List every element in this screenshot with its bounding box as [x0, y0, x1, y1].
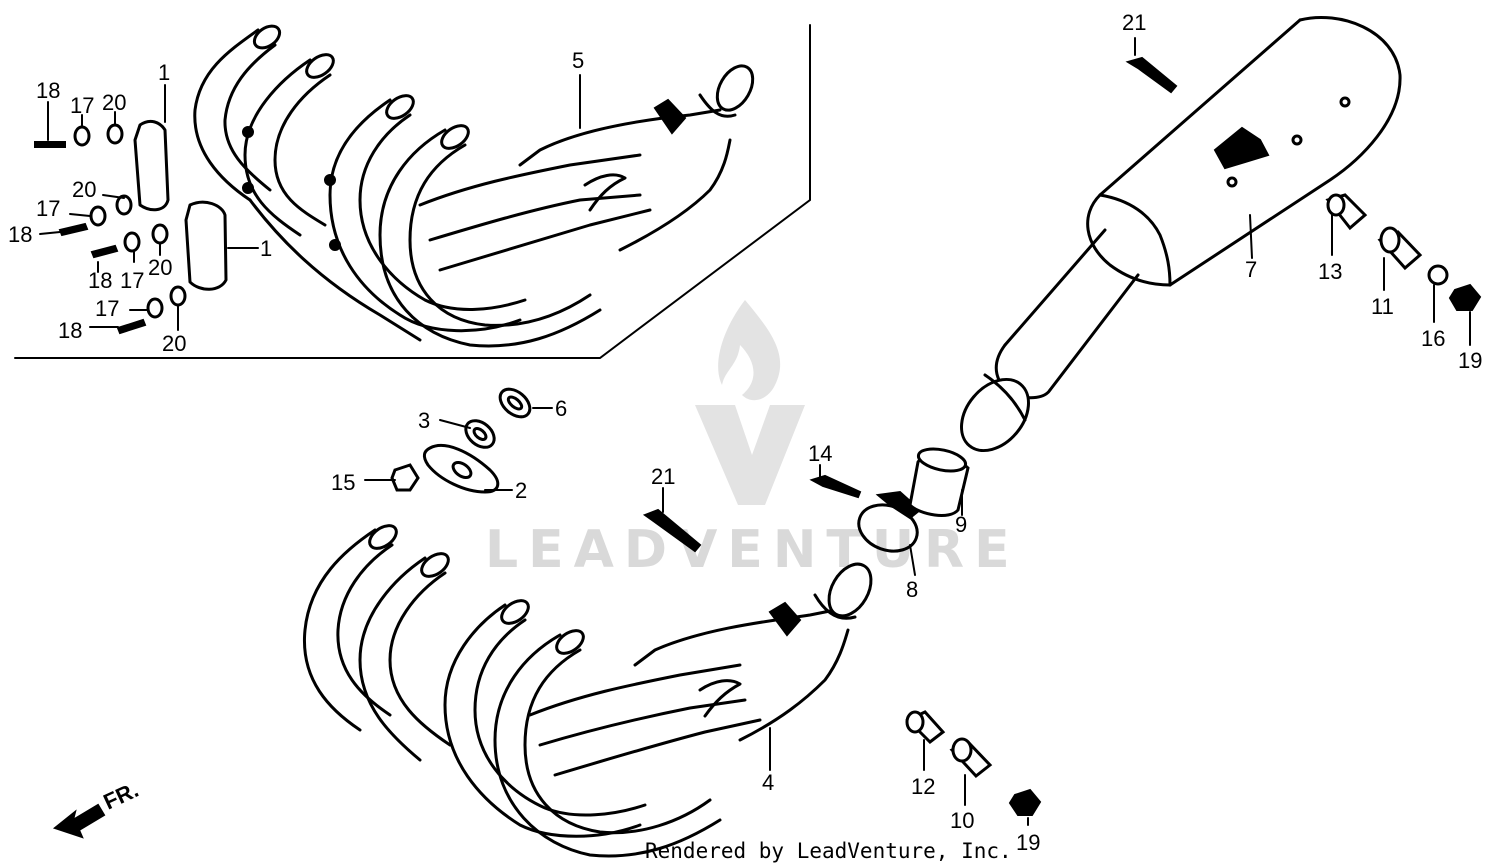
watermark-v-icon — [695, 405, 805, 505]
callout-19-right: 19 — [1458, 348, 1482, 373]
callout-2: 2 — [515, 478, 527, 503]
callout-6: 6 — [555, 396, 567, 421]
bolt-21-upper — [1125, 56, 1178, 94]
callout-9: 9 — [955, 512, 967, 537]
callout-11: 11 — [1371, 294, 1394, 319]
bolt-14 — [809, 474, 862, 499]
callout-20-b: 20 — [72, 177, 96, 202]
watermark-text: LEADVENTURE — [485, 520, 1020, 580]
callout-18-d: 18 — [58, 318, 82, 343]
callout-20-c: 20 — [148, 255, 172, 280]
callout-21-upper: 21 — [1122, 10, 1146, 35]
clamp-and-collar — [857, 447, 970, 553]
watermark-flame-icon — [718, 300, 781, 401]
callout-21-lower: 21 — [651, 464, 675, 489]
front-arrow-icon — [52, 803, 106, 839]
leader-lines — [39, 37, 1471, 826]
callout-19-bottom: 19 — [1016, 830, 1040, 855]
callout-14: 14 — [808, 441, 832, 466]
callout-3: 3 — [418, 408, 430, 433]
footer-credit: Rendered by LeadVenture, Inc. — [645, 839, 1012, 863]
callout-labels: 5 1 1 18 17 20 20 17 18 18 17 20 17 18 2… — [8, 10, 1482, 855]
heat-shield-upper — [133, 119, 170, 212]
callout-5: 5 — [572, 48, 584, 73]
callout-17-a: 17 — [70, 93, 94, 118]
inset-frame — [14, 24, 811, 359]
bolt-21-lower — [642, 508, 702, 553]
callout-13: 13 — [1318, 259, 1342, 284]
callout-4: 4 — [762, 770, 774, 795]
front-label: FR. — [100, 777, 143, 815]
callout-15: 15 — [331, 470, 355, 495]
muffler — [960, 15, 1402, 453]
upper-exhaust-header — [193, 24, 755, 348]
callout-17-b: 17 — [36, 196, 60, 221]
flange-parts — [390, 387, 532, 494]
callout-18-c: 18 — [88, 268, 112, 293]
lower-exhaust-header — [302, 524, 873, 858]
callout-20-d: 20 — [162, 331, 186, 356]
callout-10: 10 — [950, 808, 974, 833]
callout-17-d: 17 — [95, 296, 119, 321]
front-indicator: FR. — [52, 777, 143, 839]
watermark: LEADVENTURE — [485, 300, 1020, 580]
mount-hardware — [905, 193, 1482, 816]
callout-17-c: 17 — [120, 268, 144, 293]
callout-16: 16 — [1421, 326, 1445, 351]
callout-1-upper: 1 — [158, 60, 170, 85]
callout-20-a: 20 — [102, 90, 126, 115]
callout-18-a: 18 — [36, 78, 60, 103]
callout-12: 12 — [911, 774, 935, 799]
callout-1-lower: 1 — [260, 236, 272, 261]
callout-8: 8 — [906, 577, 918, 602]
heat-shield-lower — [184, 200, 228, 291]
callout-18-b: 18 — [8, 222, 32, 247]
callout-7: 7 — [1245, 257, 1257, 282]
